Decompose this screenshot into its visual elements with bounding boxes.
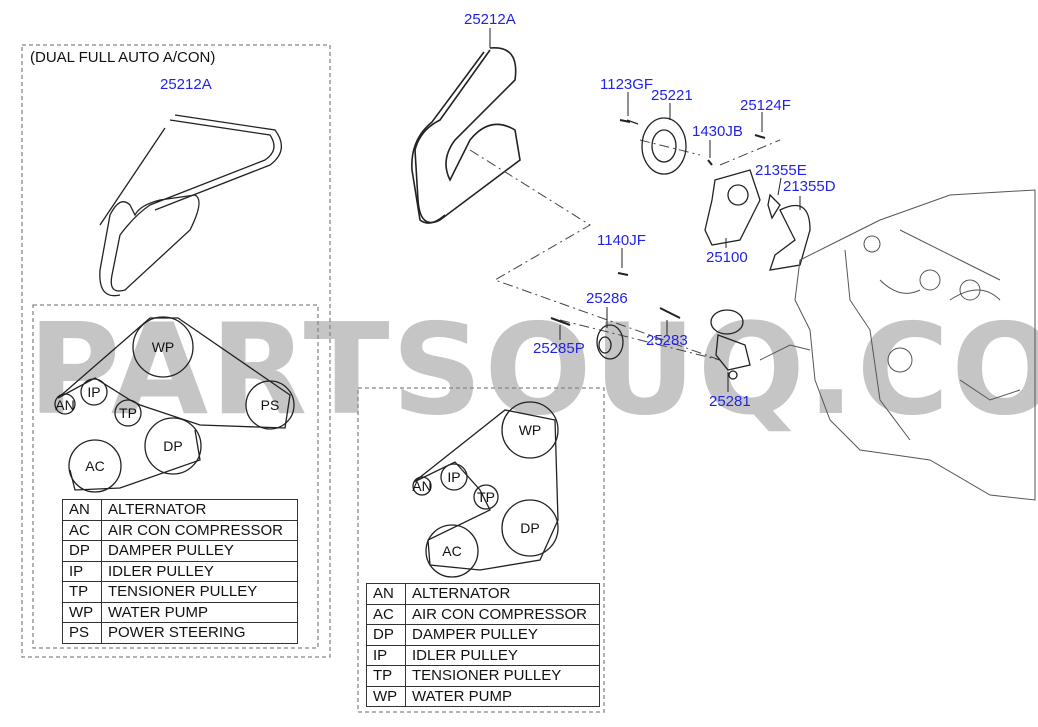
middle-panel-frame xyxy=(357,387,605,713)
legend-name: DAMPER PULLEY xyxy=(405,624,600,646)
legend-name: WATER PUMP xyxy=(405,685,600,707)
main-belt-icon xyxy=(411,47,521,224)
left-belt-icon xyxy=(99,114,282,297)
mid-pulley-label-an: AN xyxy=(412,478,432,494)
pulley-label-tp: TP xyxy=(119,405,137,421)
part-label-25281[interactable]: 25281 xyxy=(709,393,751,410)
pulley-25221-icon xyxy=(626,117,687,175)
part-label-21355e[interactable]: 21355E xyxy=(755,162,807,179)
mid-pulley-label-ip: IP xyxy=(447,469,461,485)
left-panel-frame xyxy=(21,44,331,658)
part-label-25212a[interactable]: 25212A xyxy=(464,11,516,28)
left-belt-routing xyxy=(57,317,291,491)
legend-name: IDLER PULLEY xyxy=(101,560,298,582)
legend-name: DAMPER PULLEY xyxy=(101,540,298,562)
pulley-label-ac: AC xyxy=(85,458,105,474)
left-panel-title: (DUAL FULL AUTO A/CON) xyxy=(30,49,216,66)
tensioner-icon xyxy=(710,309,751,380)
middle-belt-routing xyxy=(413,409,559,571)
part-label-25100[interactable]: 25100 xyxy=(706,249,748,266)
watermark: PARTSOUQ.COM xyxy=(28,296,1038,443)
legend-name: TENSIONER PULLEY xyxy=(101,581,298,603)
legend-code: AC xyxy=(62,519,102,541)
legend-name: TENSIONER PULLEY xyxy=(405,665,600,687)
part-label-25221[interactable]: 25221 xyxy=(651,87,693,104)
part-label-1123gf[interactable]: 1123GF xyxy=(600,76,654,93)
part-label-1140jf[interactable]: 1140JF xyxy=(597,232,646,249)
idler-pulley-icon xyxy=(596,324,624,360)
part-label-25283[interactable]: 25283 xyxy=(646,332,688,349)
legend-code: IP xyxy=(366,644,406,666)
pulley-label-dp: DP xyxy=(163,438,183,454)
legend-code: TP xyxy=(62,581,102,603)
legend-name: ALTERNATOR xyxy=(101,499,298,521)
legend-code: TP xyxy=(366,665,406,687)
part-label-25286[interactable]: 25286 xyxy=(586,290,628,307)
legend-name: AIR CON COMPRESSOR xyxy=(101,519,298,541)
part-label-1430jb[interactable]: 1430JB xyxy=(692,123,743,140)
part-label-25124f[interactable]: 25124F xyxy=(740,97,791,114)
legend-code: PS xyxy=(62,622,102,644)
legend-name: IDLER PULLEY xyxy=(405,644,600,666)
legend-name: AIR CON COMPRESSOR xyxy=(405,603,600,625)
part-label-21355d[interactable]: 21355D xyxy=(783,178,836,195)
legend-name: ALTERNATOR xyxy=(405,583,600,605)
legend-code: WP xyxy=(62,601,102,623)
legend-name: WATER PUMP xyxy=(101,601,298,623)
legend-code: AN xyxy=(62,499,102,521)
mid-pulley-label-ac: AC xyxy=(442,543,462,559)
engine-block-icon xyxy=(759,189,1036,501)
pulley-label-wp: WP xyxy=(151,339,175,355)
legend-code: AN xyxy=(366,583,406,605)
mid-pulley-label-tp: TP xyxy=(477,489,495,505)
legend-code: DP xyxy=(62,540,102,562)
mid-pulley-label-wp: WP xyxy=(518,422,542,438)
pulley-label-ps: PS xyxy=(260,397,280,413)
legend-code: IP xyxy=(62,560,102,582)
legend-code: AC xyxy=(366,603,406,625)
left-inner-frame xyxy=(32,304,319,649)
mid-pulley-label-dp: DP xyxy=(520,520,540,536)
left-belt-label[interactable]: 25212A xyxy=(160,76,212,93)
pulley-label-an: AN xyxy=(55,397,75,413)
legend-name: POWER STEERING xyxy=(101,622,298,644)
legend-code: DP xyxy=(366,624,406,646)
pulley-label-ip: IP xyxy=(87,384,101,400)
part-label-25285p[interactable]: 25285P xyxy=(533,340,585,357)
legend-code: WP xyxy=(366,685,406,707)
